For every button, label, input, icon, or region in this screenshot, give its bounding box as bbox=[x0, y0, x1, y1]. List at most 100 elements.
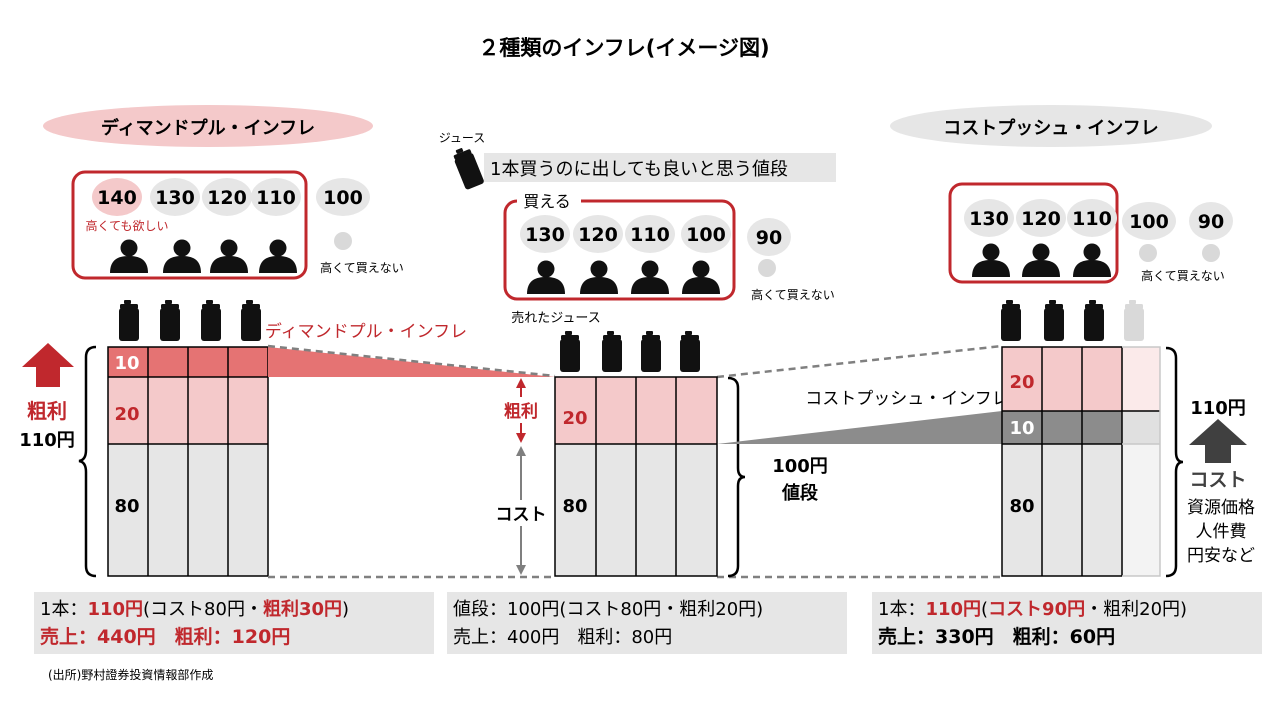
bubble-price: 100 bbox=[323, 187, 363, 209]
bubble bbox=[964, 199, 1014, 237]
cause: 資源価格 bbox=[1187, 498, 1255, 518]
middle-buyers-frame bbox=[503, 199, 736, 301]
demand-pull-annotation: ディマンドプル・インフレ bbox=[265, 321, 467, 342]
person-icon bbox=[682, 260, 720, 294]
right-people bbox=[972, 243, 1111, 277]
left-buyers-frame bbox=[71, 170, 308, 280]
can-icon bbox=[1044, 300, 1064, 341]
right-block-mid: 10 bbox=[1009, 418, 1034, 439]
middle-bracket bbox=[727, 376, 746, 578]
left-people bbox=[110, 239, 297, 273]
person-icon-faded bbox=[1202, 244, 1220, 262]
right-cans bbox=[1001, 300, 1104, 341]
right-arrow-label: コスト bbox=[1189, 469, 1246, 491]
cause: 円安など bbox=[1187, 546, 1255, 566]
bubble-price: 140 bbox=[97, 187, 137, 209]
cost-push-title: コストプッシュ・インフレ bbox=[943, 117, 1158, 139]
person-icon-faded bbox=[334, 232, 352, 250]
person-icon bbox=[210, 239, 248, 273]
cause: 人件費 bbox=[1196, 522, 1247, 542]
source-note: (出所)野村證券投資情報部作成 bbox=[48, 667, 213, 682]
bubble bbox=[251, 178, 301, 216]
can-icon bbox=[1001, 300, 1021, 341]
left-block-cost: 80 bbox=[114, 496, 139, 517]
left-summary-line2: 売上：440円 粗利：120円 bbox=[40, 625, 290, 648]
bubble-price: 120 bbox=[207, 187, 247, 209]
right-cost bbox=[1002, 444, 1122, 576]
can-icon-faded bbox=[1124, 300, 1144, 341]
middle-summary-box bbox=[447, 592, 847, 654]
person-icon-faded bbox=[1139, 244, 1157, 262]
cannot-buy-note: 高くて買えない bbox=[1141, 268, 1225, 283]
arrow-up-icon bbox=[22, 343, 74, 387]
middle-block-cost: 80 bbox=[562, 496, 587, 517]
right-block-top: 20 bbox=[1009, 372, 1034, 393]
demand-pull-title: ディマンドプル・インフレ bbox=[101, 117, 315, 139]
bubble bbox=[92, 178, 142, 216]
bubble-price: 100 bbox=[686, 224, 726, 246]
bubble bbox=[625, 215, 675, 253]
can-icon bbox=[241, 300, 261, 341]
person-icon bbox=[631, 260, 669, 294]
bubble bbox=[316, 178, 370, 216]
middle-price-value: 100円 bbox=[772, 456, 828, 477]
legend-text: 1本買うのに出しても良いと思う値段 bbox=[490, 159, 788, 180]
left-block-top: 10 bbox=[114, 353, 139, 374]
cost-push-pill bbox=[890, 105, 1212, 147]
right-summary-box bbox=[872, 592, 1262, 654]
bubble bbox=[150, 178, 200, 216]
demand-pull-pill bbox=[43, 105, 373, 147]
middle-people bbox=[527, 260, 720, 294]
left-bubbles: 140 130 120 110 100 bbox=[92, 178, 370, 216]
bubble-price: 120 bbox=[578, 224, 618, 246]
bubble-price: 110 bbox=[256, 187, 296, 209]
right-buyers-frame bbox=[948, 182, 1119, 284]
middle-summary-line2: 売上：400円 粗利：80円 bbox=[453, 627, 672, 648]
left-block-mid: 20 bbox=[114, 404, 139, 425]
middle-cost-label: コスト bbox=[496, 505, 547, 525]
legend-can-icon bbox=[450, 144, 485, 191]
person-icon bbox=[1022, 243, 1060, 277]
middle-bubbles: 130 120 110 100 90 bbox=[520, 215, 791, 256]
cannot-buy-note: 高くて買えない bbox=[751, 287, 835, 302]
bubble bbox=[1189, 202, 1233, 240]
arrow-up-icon bbox=[1189, 419, 1247, 463]
bubble bbox=[520, 215, 570, 253]
middle-price-label: 値段 bbox=[781, 482, 819, 504]
bubble-price: 130 bbox=[969, 208, 1009, 230]
person-icon bbox=[163, 239, 201, 273]
bubble bbox=[1122, 202, 1176, 240]
bubble bbox=[747, 218, 791, 256]
bubble-price: 110 bbox=[1072, 208, 1112, 230]
middle-summary-line1: 値段：100円(コスト80円・粗利20円) bbox=[453, 599, 763, 620]
person-icon bbox=[110, 239, 148, 273]
right-block-cost: 80 bbox=[1009, 496, 1034, 517]
middle-profit-label: 粗利 bbox=[504, 401, 538, 422]
cannot-buy-note: 高くて買えない bbox=[320, 260, 404, 275]
bubble-price: 90 bbox=[756, 227, 782, 249]
left-summary-line1: 1本：110円(コスト80円・粗利30円) bbox=[40, 598, 349, 620]
bubble bbox=[681, 215, 731, 253]
bubble bbox=[1067, 199, 1117, 237]
can-icon bbox=[602, 331, 622, 372]
bubble-price: 130 bbox=[155, 187, 195, 209]
bubble-price: 100 bbox=[1129, 211, 1169, 233]
bubble-price: 110 bbox=[630, 224, 670, 246]
right-price: 110円 bbox=[1190, 398, 1246, 419]
person-icon-faded bbox=[758, 259, 776, 277]
person-icon bbox=[580, 260, 618, 294]
bubble bbox=[202, 178, 252, 216]
person-icon bbox=[1073, 243, 1111, 277]
right-cost-increase bbox=[1002, 411, 1122, 444]
bubble-price: 130 bbox=[525, 224, 565, 246]
right-summary-line2: 売上：330円 粗利：60円 bbox=[878, 625, 1115, 648]
bubble bbox=[573, 215, 623, 253]
person-icon bbox=[527, 260, 565, 294]
want-note: 高くても欲しい bbox=[85, 218, 168, 233]
juice-label: ジュース bbox=[439, 131, 486, 145]
bubble-price: 90 bbox=[1198, 211, 1224, 233]
right-bubbles: 130 120 110 100 90 bbox=[964, 199, 1233, 240]
can-icon bbox=[160, 300, 180, 341]
